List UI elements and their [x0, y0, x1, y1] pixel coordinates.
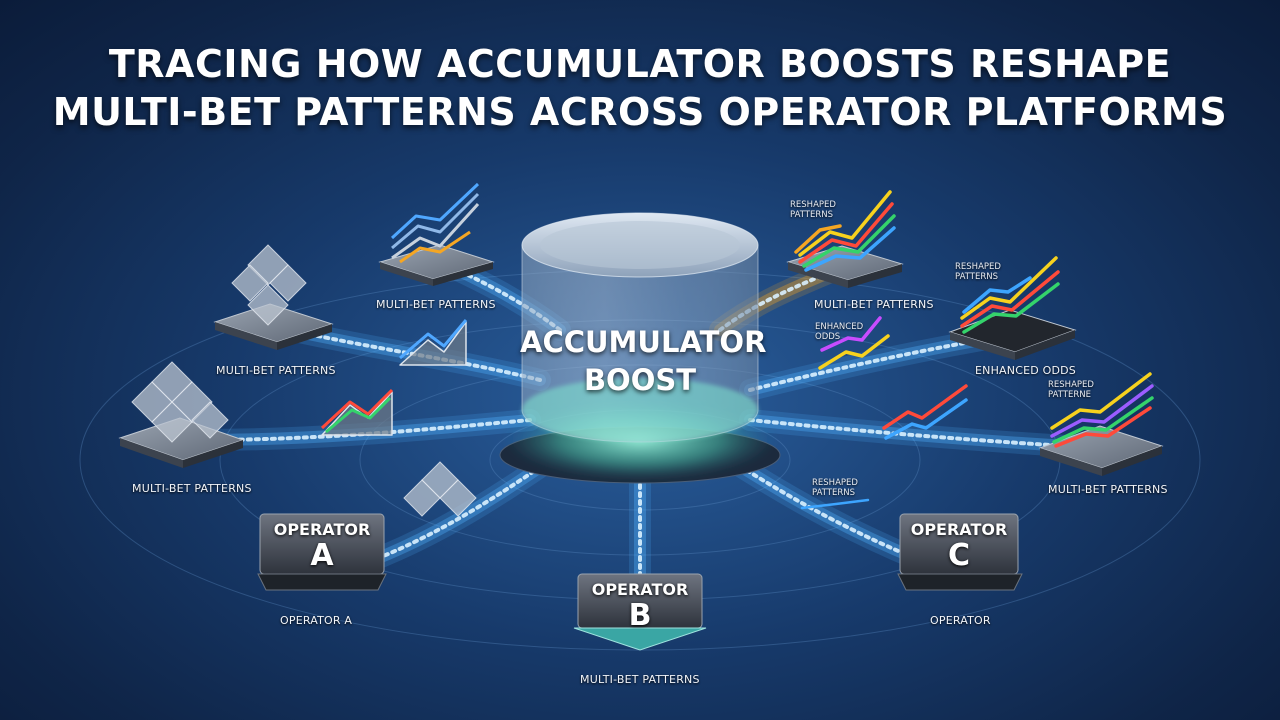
operator-a-letter: A: [260, 540, 384, 572]
operator-b: OPERATOR B: [578, 580, 702, 632]
operator-b-caption: MULTI-BET PATTERNS: [580, 673, 700, 686]
small-mid-l1: RESHAPED: [812, 478, 858, 488]
operator-c-letter: C: [900, 540, 1018, 572]
diamond-glyphs: [132, 245, 476, 516]
label-right-low: MULTI-BET PATTERNS: [1048, 483, 1168, 496]
label-right-enhanced-odds: ENHANCED ODDS: [975, 364, 1076, 377]
operator-c: OPERATOR C: [900, 520, 1018, 572]
operator-a: OPERATOR A: [260, 520, 384, 572]
small-mid-l2: PATTERNS: [812, 488, 855, 498]
hub-label-line-2: BOOST: [520, 360, 760, 400]
operator-c-caption: OPERATOR: [930, 614, 991, 627]
small-r3-l2: PATTERNE: [1048, 390, 1091, 400]
hub-label-line-1: ACCUMULATOR: [520, 322, 760, 362]
small-r3-l1: RESHAPED: [1048, 380, 1094, 390]
operator-a-caption: OPERATOR A: [280, 614, 352, 627]
label-right-top: MULTI-BET PATTERNS: [814, 298, 934, 311]
small-r2-l1: RESHAPED: [955, 262, 1001, 272]
small-enh-l1: ENHANCED: [815, 322, 863, 332]
small-r2-l2: PATTERNS: [955, 272, 998, 282]
operator-a-name: OPERATOR: [260, 520, 384, 540]
label-left-mid: MULTI-BET PATTERNS: [216, 364, 336, 377]
label-left-top: MULTI-BET PATTERNS: [376, 298, 496, 311]
operator-c-name: OPERATOR: [900, 520, 1018, 540]
small-right-top-l1: RESHAPED: [790, 200, 836, 210]
operator-b-name: OPERATOR: [578, 580, 702, 600]
label-left-low: MULTI-BET PATTERNS: [132, 482, 252, 495]
small-enh-l2: ODDS: [815, 332, 840, 342]
small-right-top-l2: PATTERNS: [790, 210, 833, 220]
operator-b-letter: B: [578, 600, 702, 632]
